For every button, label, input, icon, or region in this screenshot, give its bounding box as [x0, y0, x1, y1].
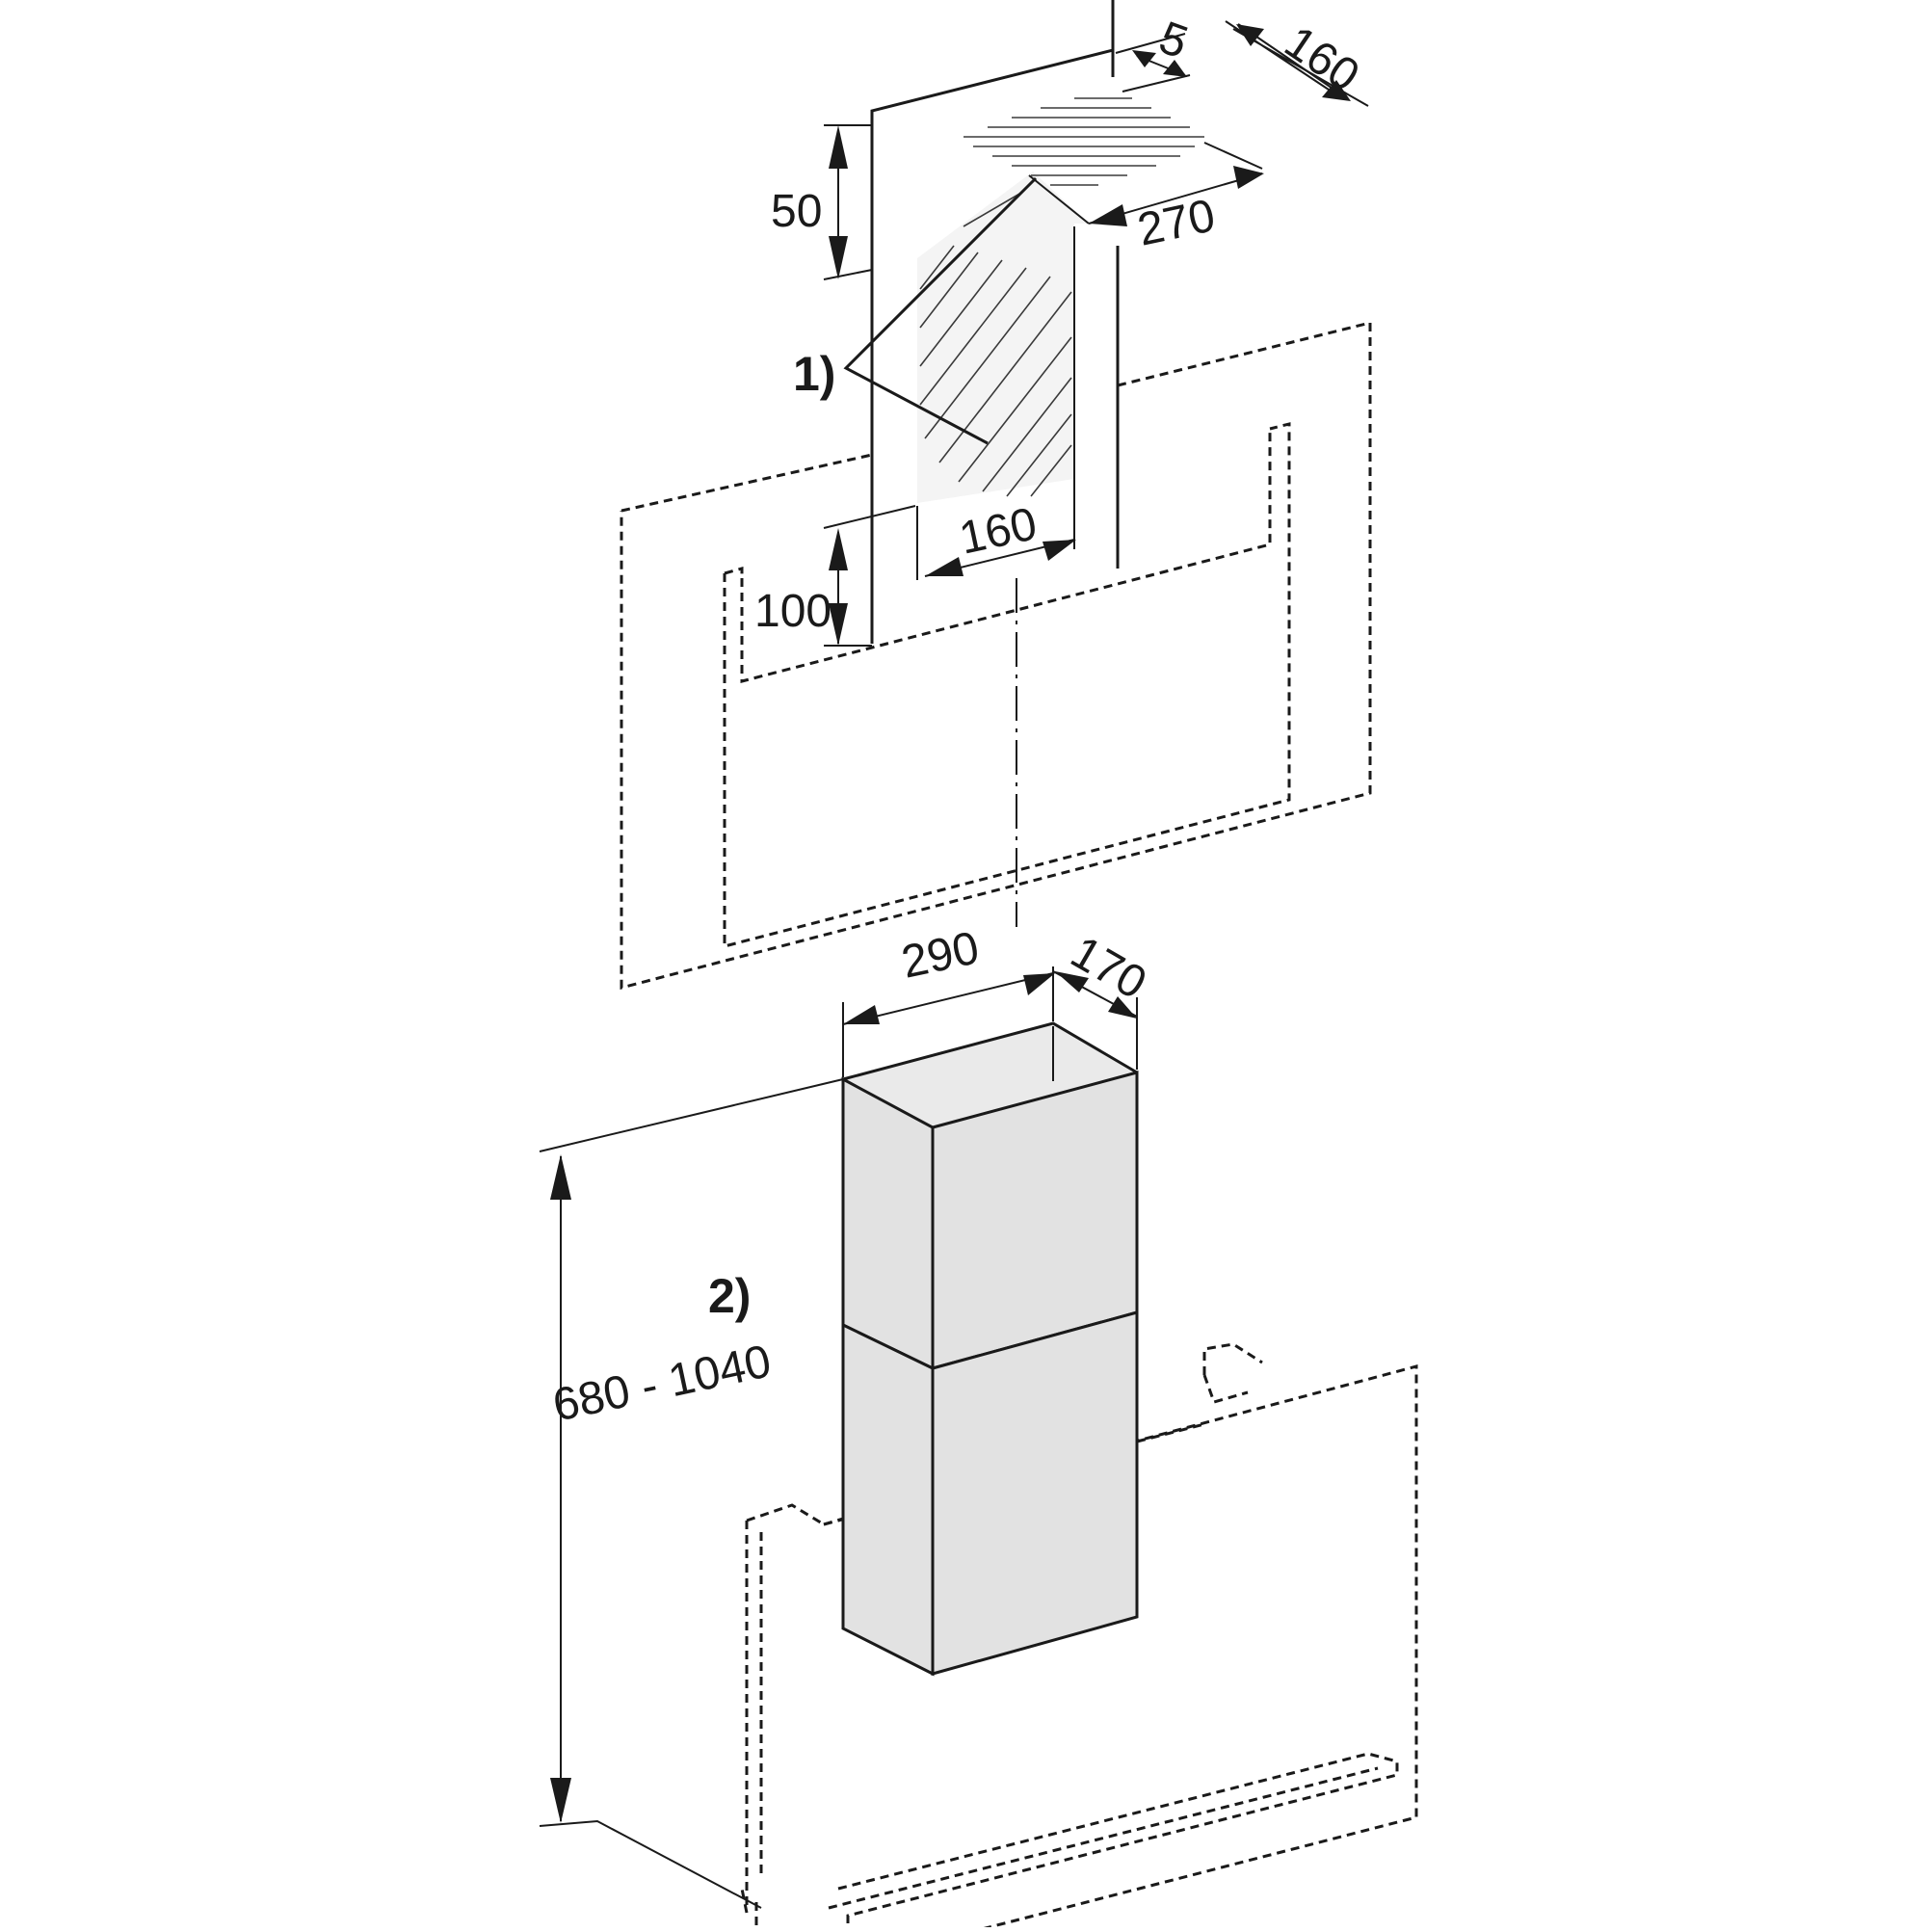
dim-270: 270 [1133, 190, 1219, 255]
arrow [1023, 973, 1055, 995]
arrow [925, 557, 964, 576]
arrow [550, 1154, 571, 1200]
arrow [550, 1778, 571, 1823]
arrow [829, 603, 848, 646]
wall-plate-left-edge [870, 48, 1115, 448]
arrow [829, 236, 848, 279]
arrow [1132, 50, 1156, 67]
chimney-lower-left-face [841, 1322, 935, 1677]
dim-160-width: 160 [955, 498, 1041, 564]
hood-outline-upper [620, 321, 1372, 990]
duct-opening [916, 97, 1204, 580]
chimney-upper-left-face [841, 1076, 935, 1371]
arrow [1089, 204, 1127, 226]
lower-assembly [740, 1021, 1418, 1932]
dim-170: 170 [1063, 927, 1155, 1010]
dim-50: 50 [771, 186, 822, 237]
dim-5: 5 [1152, 13, 1194, 69]
dim-680-1040: 680 - 1040 [548, 1336, 776, 1432]
ceiling-opening-hatching [964, 97, 1204, 186]
dim-160-top: 160 [1276, 16, 1368, 102]
upper-assembly [620, 0, 1372, 990]
arrow [1055, 971, 1089, 992]
arrow [1322, 80, 1351, 101]
chimney-cover [841, 1021, 1139, 1677]
arrow [829, 528, 848, 570]
duct-hatching [919, 192, 1072, 497]
chimney-lower-front-face [931, 1310, 1139, 1676]
leader-lines-1 [843, 176, 1038, 445]
arrow [843, 1005, 880, 1024]
arrow [1233, 166, 1264, 189]
reference-label-2: 2) [708, 1269, 751, 1323]
arrow [1108, 996, 1137, 1019]
arrow [829, 125, 848, 169]
dim-100: 100 [754, 586, 832, 637]
dim-290: 290 [897, 922, 983, 988]
arrow [1163, 60, 1187, 77]
hood-top-edge-through [823, 1422, 1205, 1526]
arrow [1236, 24, 1264, 46]
reference-label-1: 1) [793, 347, 835, 401]
arrow [1043, 540, 1076, 561]
